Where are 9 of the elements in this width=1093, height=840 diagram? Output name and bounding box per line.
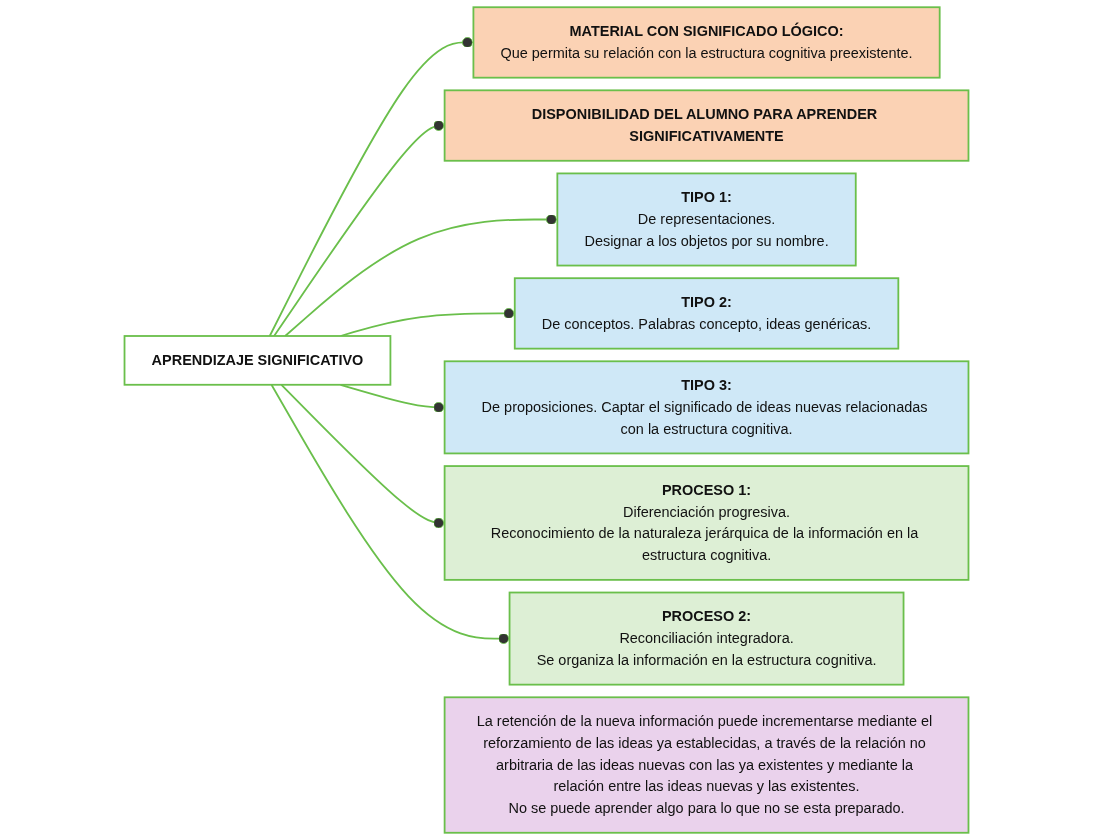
node-box: TIPO 1: De representaciones. Designar a los objetos por su nombre.	[556, 172, 857, 267]
node-box: MATERIAL CON SIGNIFICADO LÓGICO: Que permita su relación con la estructura cognitiva preexistente.	[472, 6, 941, 79]
node-box: PROCESO 2: Reconciliación integradora. Se organiza la información en la estructura cognitiva.	[508, 591, 905, 686]
node-box: TIPO 3: De proposiciones. Captar el significado de ideas nuevas relacionadas con la estructura cognitiva.	[443, 360, 970, 455]
node-box: TIPO 2: De conceptos. Palabras concepto, ideas genéricas.	[513, 277, 900, 350]
node-box: APRENDIZAJE SIGNIFICATIVO	[123, 335, 392, 386]
node-box: DISPONIBILIDAD DEL ALUMNO PARA APRENDER SIGNIFICATIVAMENTE	[443, 89, 970, 162]
node-box: PROCESO 1: Diferenciación progresiva. Reconocimiento de la naturaleza jerárquica de la información en la estructura cognitiva.	[443, 465, 970, 581]
node-box: La retención de la nueva información puede incrementarse mediante el reforzamiento de las ideas ya establecidas, a través de la relación no arbitraria de las ideas nuevas con las ya existentes y mediante la relación entre las ideas nuevas y las existentes. No se puede aprender algo para lo que no se esta preparado.	[443, 696, 970, 834]
